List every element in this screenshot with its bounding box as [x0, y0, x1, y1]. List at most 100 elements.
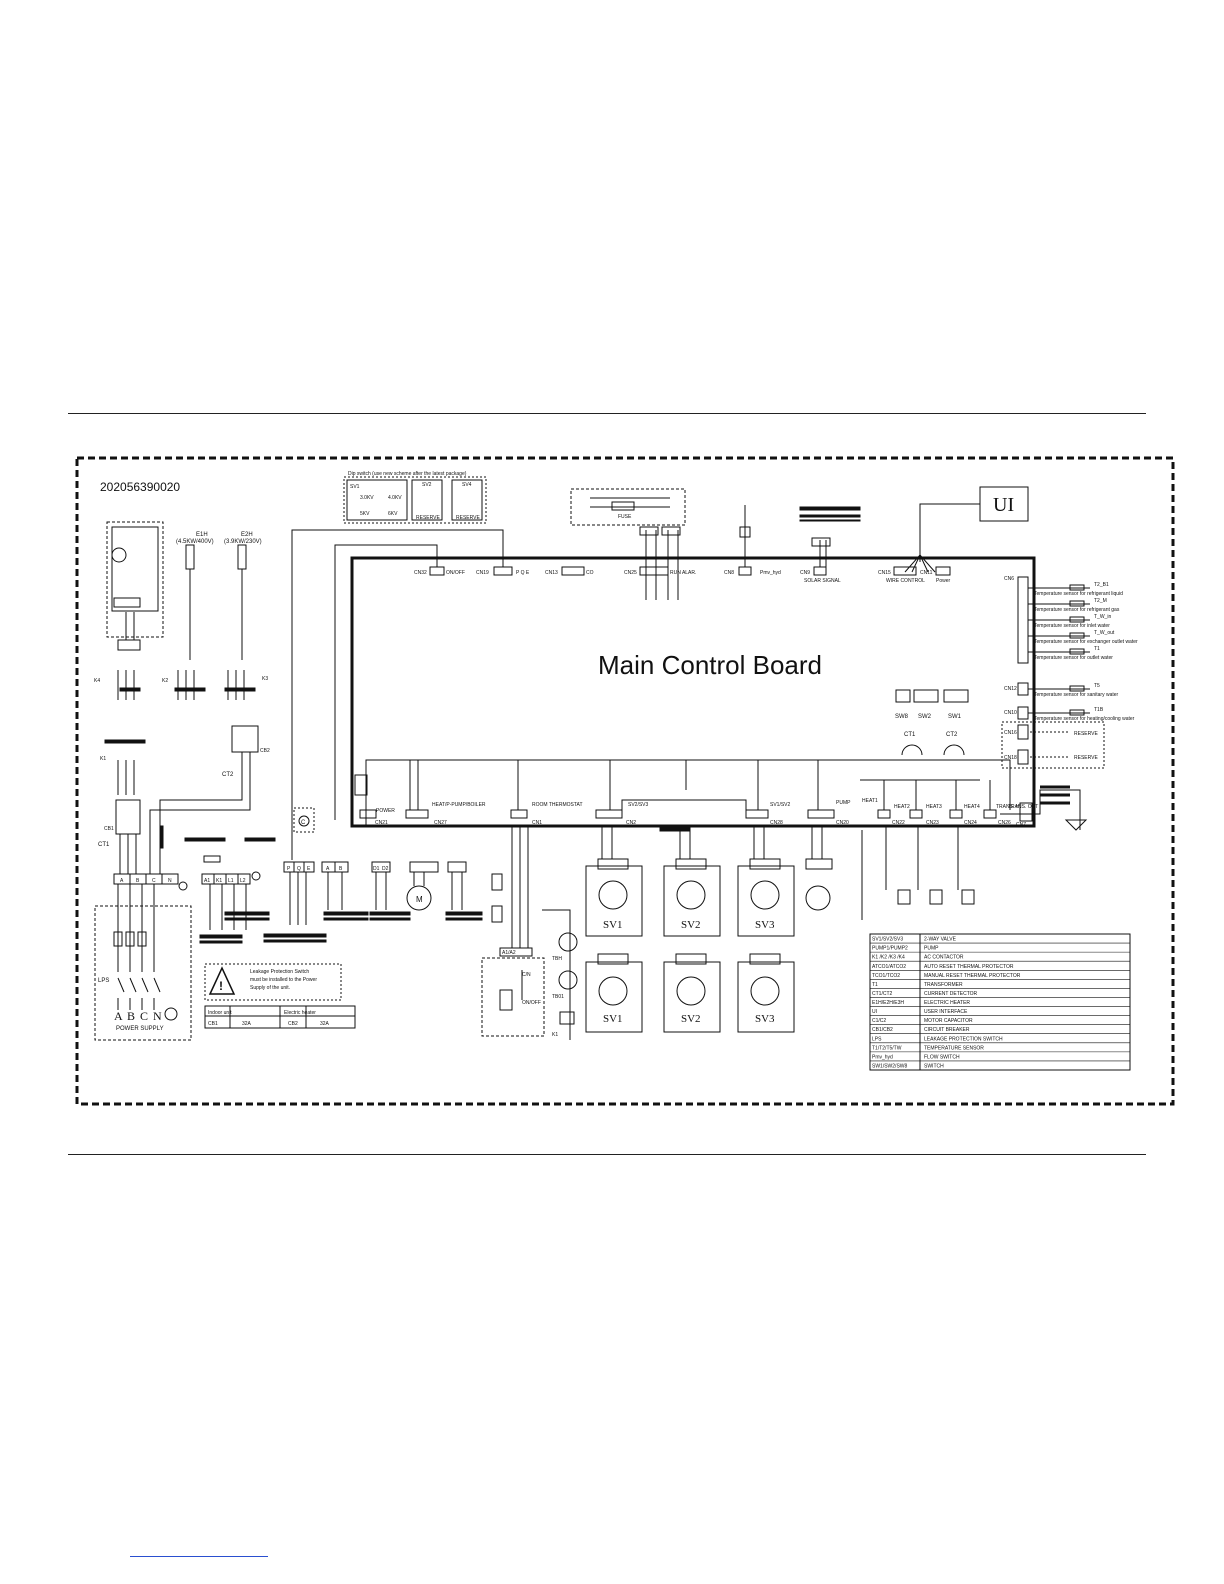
- cn26-label: CN26: [998, 820, 1011, 826]
- k3-label: K3: [262, 676, 268, 682]
- terminal-label: K1: [216, 878, 222, 884]
- breaker-cell-3: CB2: [288, 1021, 298, 1027]
- main-control-board: [350, 556, 1036, 828]
- terminal-label: A1: [204, 878, 210, 884]
- sensor-desc: Temperature sensor for refrigerant liqui…: [1034, 591, 1123, 597]
- legend-code: T1/T2/T5/TW: [872, 1045, 902, 1051]
- legend-code: Pmv_hyd: [872, 1054, 893, 1060]
- trans-h-label: TRANS. H: [996, 804, 1020, 810]
- cn7-label: CN7: [1016, 822, 1026, 828]
- terminal-label: L2: [240, 878, 246, 884]
- cn21-label: CN21: [375, 820, 388, 826]
- sensor-id: T1B: [1094, 707, 1104, 713]
- legend-code: TCO1/TCO2: [872, 973, 900, 979]
- warning-title: Leakage Protection Switch: [250, 969, 309, 975]
- legend-code: ATCO1/ATCO2: [872, 964, 906, 970]
- power-supply-letter: N: [153, 1009, 162, 1023]
- sensor-id: T5: [1094, 683, 1100, 689]
- lps-label: LPS: [98, 978, 109, 984]
- legend-code: SW1/SW2/SW8: [872, 1064, 908, 1070]
- cn6-label: CN6: [1004, 576, 1014, 582]
- power-supply-label: POWER SUPPLY: [116, 1026, 164, 1032]
- breaker-header-2: Electric heater: [284, 1010, 316, 1016]
- dip-opt3: 5KV: [360, 511, 370, 517]
- sensor-desc: Temperature sensor for outlet water: [1034, 655, 1113, 661]
- terminal-label: Q: [297, 866, 301, 872]
- cn18-label: CN18: [1004, 755, 1017, 761]
- run-alarm-label: RUN ALAR.: [670, 570, 696, 576]
- power-supply-letter: B: [127, 1009, 135, 1023]
- terminal-label: A: [326, 866, 330, 872]
- sensor-id: T2_M: [1094, 598, 1107, 604]
- dip-s1: SV1: [350, 484, 360, 490]
- svg-text:!: !: [219, 979, 223, 993]
- dip-switch-box: [343, 476, 487, 524]
- dip-switch-note: Dip switch (use new scheme after the lat…: [348, 471, 467, 477]
- legend-code: CB1/CB2: [872, 1027, 893, 1033]
- sensor-desc: Temperature sensor for heating/cooling w…: [1034, 716, 1135, 722]
- sensor-desc: Temperature sensor for sanitary water: [1034, 692, 1119, 698]
- top-rule: [68, 413, 1146, 414]
- breaker-cell-2: 32A: [242, 1021, 252, 1027]
- power2-label: POWER: [376, 808, 395, 814]
- legend-desc: SWITCH: [924, 1064, 944, 1070]
- sv1sv2-label: SV1/SV2: [770, 802, 791, 808]
- cn-label: C/N: [522, 972, 531, 978]
- terminal-label: L1: [228, 878, 234, 884]
- legend-desc: TRANSFORMER: [924, 982, 963, 988]
- legend-desc: AC CONTACTOR: [924, 955, 964, 961]
- trans-out-label: TRANS. OUT: [1008, 804, 1038, 810]
- legend-desc: MOTOR CAPACITOR: [924, 1018, 973, 1024]
- cn1-label: CN1: [532, 820, 542, 826]
- ac-label: A1/A2: [502, 950, 516, 956]
- heat4-label: HEAT4: [964, 804, 980, 810]
- k1-label: K1: [100, 756, 106, 762]
- power-supply-letter: C: [140, 1009, 148, 1023]
- legend-desc: CURRENT DETECTOR: [924, 991, 978, 997]
- cn16-label: CN16: [1004, 730, 1017, 736]
- cn13-label: CN13: [545, 570, 558, 576]
- c-label: C: [301, 820, 306, 826]
- cn27-label: CN27: [434, 820, 447, 826]
- co-label: CO: [586, 570, 594, 576]
- sensor-desc: Temperature sensor for exchanger outlet …: [1034, 639, 1138, 645]
- pqe-label: P Q E: [516, 570, 530, 576]
- breaker-cell-4: 32A: [320, 1021, 330, 1027]
- heat2-label: HEAT2: [894, 804, 910, 810]
- cn11-label: CN11: [920, 570, 933, 576]
- onoff-label: ON/OFF: [446, 570, 465, 576]
- thermo-onoff-label: ON/OFF: [522, 1000, 541, 1006]
- terminal-label: D1: [373, 866, 380, 872]
- e2h-spec: (3.9KW/230V): [224, 539, 262, 545]
- k2-label: K2: [162, 678, 168, 684]
- cn20-label: CN20: [836, 820, 849, 826]
- tbh-label: TBH: [552, 956, 562, 962]
- legend-code: E1H/E2H/E3H: [872, 1000, 904, 1006]
- footer-link-underline[interactable]: [130, 1556, 268, 1557]
- sensor-desc: Temperature sensor for refrigerant gas: [1034, 607, 1120, 613]
- fuse-label: FUSE: [618, 514, 632, 520]
- reserve-2: RESERVE: [1074, 755, 1098, 761]
- breaker-header-1: Indoor unit: [208, 1010, 232, 1016]
- legend-desc: CIRCUIT BREAKER: [924, 1027, 970, 1033]
- terminal-label: B: [339, 866, 343, 872]
- power-supply-letter: A: [114, 1009, 123, 1023]
- legend-code: K1 /K2 /K3 /K4: [872, 955, 905, 961]
- cb1-label: CB1: [104, 826, 114, 832]
- ct1-board-label: CT1: [904, 732, 916, 738]
- terminal-label: B: [136, 878, 140, 884]
- valve-label-sv2: SV2: [681, 919, 701, 931]
- sw1-label: SW1: [948, 714, 962, 720]
- cn24-label: CN24: [964, 820, 977, 826]
- tb01-label: TB01: [552, 994, 564, 1000]
- motor-label: M: [416, 895, 423, 904]
- legend-code: PUMP1/PUMP2: [872, 946, 908, 952]
- ui-label: UI: [993, 494, 1014, 516]
- legend-table: [869, 933, 1131, 1071]
- thermo-k1-label: K1: [552, 1032, 558, 1038]
- dip-opt2: 4.0KV: [388, 495, 402, 501]
- power-label: Power: [936, 578, 951, 584]
- legend-code: T1: [872, 982, 878, 988]
- terminal-label: A: [120, 878, 124, 884]
